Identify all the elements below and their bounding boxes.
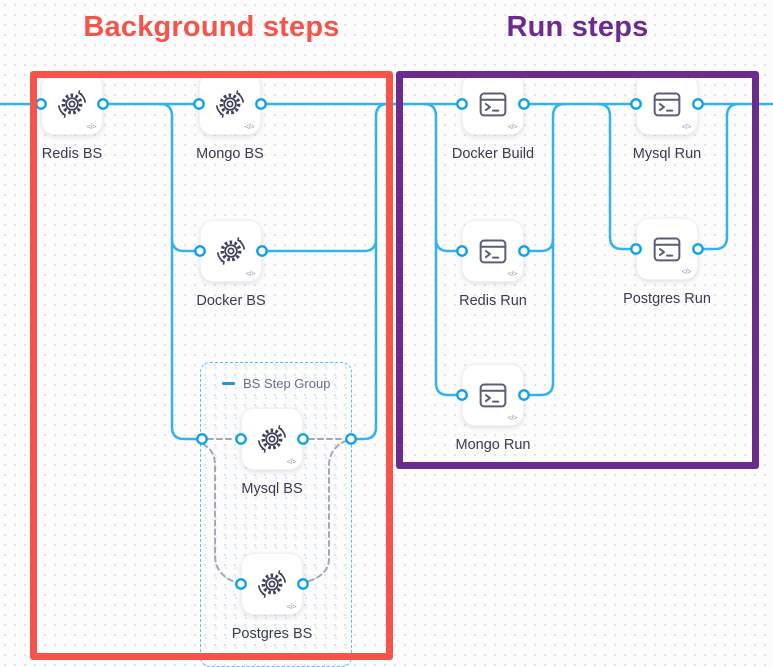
port-mysql-bs-in[interactable] xyxy=(235,433,247,445)
port-postgres-bs-in[interactable] xyxy=(235,578,247,590)
port-mongo-bs-in[interactable] xyxy=(193,98,205,110)
step-label: Mysql BS xyxy=(241,481,303,497)
port-group-exit[interactable] xyxy=(345,433,357,445)
step-label: Docker BS xyxy=(196,293,266,309)
step-label: Redis BS xyxy=(41,146,103,162)
step-label: Docker Build xyxy=(451,146,535,162)
step-redis-run[interactable]: </> Redis Run xyxy=(459,220,527,309)
step-docker-bs[interactable]: </> Docker BS xyxy=(196,220,266,309)
port-mongo-bs-out[interactable] xyxy=(255,98,267,110)
code-glyph: </> xyxy=(507,122,518,131)
step-card[interactable]: </> xyxy=(636,73,698,135)
edge-merge-run1 xyxy=(522,102,567,397)
step-mysql-run[interactable]: </> Mysql Run xyxy=(633,73,701,162)
port-docker-bs-in[interactable] xyxy=(194,245,206,257)
run-steps-box xyxy=(396,71,759,469)
edge-merge-bg-group xyxy=(349,102,390,441)
step-label: Postgres BS xyxy=(231,626,313,642)
port-postgres-bs-out[interactable] xyxy=(297,578,309,590)
edge-dashed-postgresbs-exit xyxy=(308,440,347,582)
port-postgres-run-in[interactable] xyxy=(630,243,642,255)
step-group-label: BS Step Group xyxy=(243,376,331,391)
step-docker-build[interactable]: </> Docker Build xyxy=(452,73,534,162)
port-mysql-run-out[interactable] xyxy=(692,98,704,110)
edge-merge-run1-redisrun xyxy=(522,237,555,253)
port-docker-build-in[interactable] xyxy=(456,98,468,110)
code-glyph: </> xyxy=(507,269,518,278)
step-card[interactable]: </> xyxy=(200,220,262,282)
edge-merge-bg-dockerbs xyxy=(260,237,378,253)
code-glyph: </> xyxy=(681,267,692,276)
step-postgres-run[interactable]: </> Postgres Run xyxy=(623,218,711,307)
port-redis-run-out[interactable] xyxy=(518,245,530,257)
run-steps-title: Run steps xyxy=(506,11,649,43)
code-glyph: </> xyxy=(681,122,692,131)
step-group-header[interactable]: BS Step Group xyxy=(201,363,351,391)
step-card[interactable]: </> xyxy=(462,73,524,135)
step-label: Postgres Run xyxy=(623,291,711,307)
port-redis-run-in[interactable] xyxy=(456,245,468,257)
port-postgres-run-out[interactable] xyxy=(692,243,704,255)
edge-dashed-entry-postgresbs xyxy=(202,443,237,583)
code-glyph: </> xyxy=(86,122,97,131)
edge-fork-run1-redisrun xyxy=(434,237,464,253)
edge-merge-run2 xyxy=(696,102,741,251)
port-docker-build-out[interactable] xyxy=(518,98,530,110)
code-glyph: </> xyxy=(245,269,256,278)
port-group-entry[interactable] xyxy=(196,433,208,445)
port-redis-bs-out[interactable] xyxy=(97,98,109,110)
background-steps-title: Background steps xyxy=(83,11,340,43)
port-docker-bs-out[interactable] xyxy=(256,245,268,257)
step-label: Mysql Run xyxy=(632,146,702,162)
step-card[interactable]: </> xyxy=(462,220,524,282)
code-glyph: </> xyxy=(507,413,518,422)
edge-fork-bg xyxy=(158,102,204,441)
background-steps-box xyxy=(30,71,393,660)
port-mysql-run-in[interactable] xyxy=(630,98,642,110)
edge-fork-run2 xyxy=(596,102,638,251)
port-mysql-bs-out[interactable] xyxy=(297,433,309,445)
step-card[interactable]: </> xyxy=(636,218,698,280)
step-card[interactable]: </> xyxy=(241,408,303,470)
collapse-minus-icon[interactable] xyxy=(222,382,235,385)
step-mysql-bs[interactable]: </> Mysql BS xyxy=(241,408,303,497)
step-label: Redis Run xyxy=(459,293,527,309)
edge-fork-bg-dockerbs xyxy=(170,237,202,253)
code-glyph: </> xyxy=(244,122,255,131)
port-mongo-run-in[interactable] xyxy=(456,389,468,401)
code-glyph: </> xyxy=(286,457,297,466)
step-label: Mongo BS xyxy=(196,146,264,162)
port-mongo-run-out[interactable] xyxy=(518,389,530,401)
step-label: Mongo Run xyxy=(455,437,531,453)
edge-fork-run1 xyxy=(422,102,464,397)
code-glyph: </> xyxy=(286,602,297,611)
